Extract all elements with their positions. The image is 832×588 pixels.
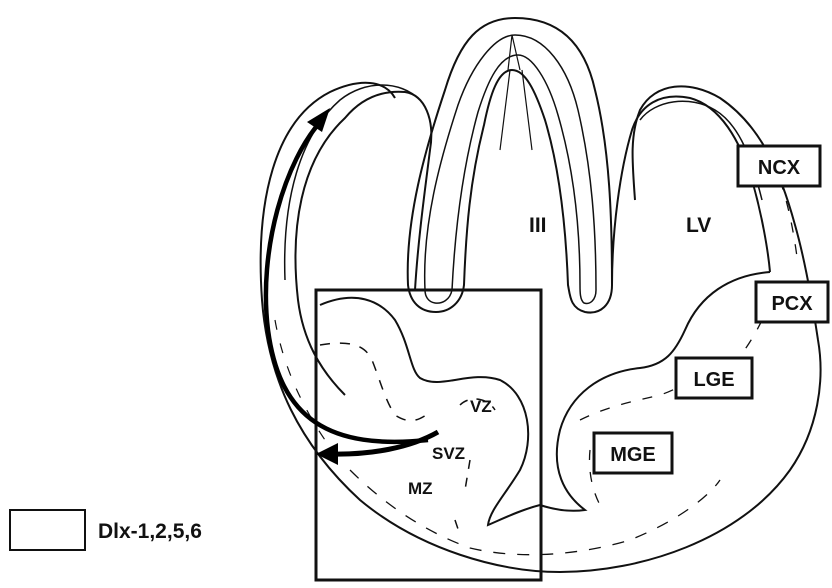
label-mz: MZ — [408, 479, 433, 498]
third-ventricle-inner — [500, 35, 532, 150]
dashed-boundary-left — [320, 343, 430, 420]
migration-arrow-dorsal — [266, 120, 428, 442]
label-svz: SVZ — [432, 444, 465, 463]
dashed-boundary-svz — [455, 399, 495, 535]
midline-outer — [408, 18, 612, 313]
migration-arrowhead-lateral — [316, 443, 338, 465]
label-third-ventricle: III — [529, 214, 547, 237]
mge-label-box: MGE — [594, 433, 672, 473]
migration-arrowhead-dorsal — [307, 108, 330, 132]
ncx-label-box: NCX — [738, 146, 820, 186]
lge-label-box: LGE — [676, 358, 752, 398]
label-ncx: NCX — [758, 157, 801, 179]
legend: Dlx-1,2,5,6 — [10, 510, 202, 550]
label-pcx: PCX — [771, 293, 813, 315]
label-lge: LGE — [693, 369, 734, 391]
legend-label: Dlx-1,2,5,6 — [98, 520, 202, 543]
label-mge: MGE — [610, 444, 656, 466]
legend-swatch — [10, 510, 85, 550]
label-lateral-ventricle: LV — [686, 214, 711, 237]
dashed-boundary-lower — [350, 470, 720, 555]
pcx-label-box: PCX — [756, 282, 828, 322]
label-vz: VZ — [470, 397, 492, 416]
